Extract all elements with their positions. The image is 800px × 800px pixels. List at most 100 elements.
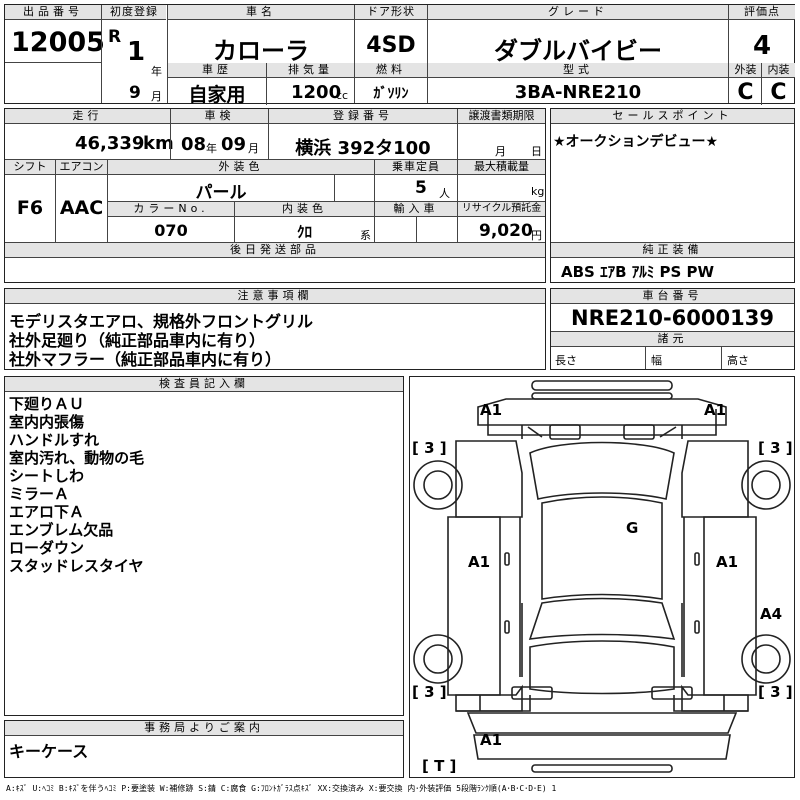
car-name-label: 車名	[168, 5, 354, 20]
trunk-mark: [ T ]	[422, 757, 457, 775]
width-label: 幅	[651, 354, 662, 367]
chassis-label: 車台番号	[551, 289, 794, 304]
history-label: 車歴	[168, 63, 266, 78]
interior-color-label: 内装色	[235, 202, 374, 217]
reg-month: 9	[129, 83, 141, 103]
displacement: 1200	[291, 82, 342, 103]
history: 自家用	[188, 84, 246, 106]
sales-point-label: セールスポイント	[551, 109, 794, 124]
recycle-label: リサイクル預託金	[458, 202, 545, 217]
office-section: 事務局よりご案内 キーケース	[4, 720, 404, 778]
model: 3BA-NRE210	[514, 82, 642, 103]
lot-no: 12005	[11, 27, 105, 58]
car-name: カローラ	[213, 37, 309, 65]
inspector-line: 室内汚れ、動物の毛	[9, 449, 145, 467]
fuel-label: 燃料	[355, 63, 427, 78]
inspector-line: エンブレム欠品	[9, 521, 114, 539]
ac-label: エアコン	[56, 160, 107, 175]
damage-mark-front-left: A1	[480, 401, 503, 419]
header-section: 出品番号 12005 初度登録 R 1 年 9 月 車名 カローラ ドア形状 4…	[4, 4, 795, 106]
interior-label: 内装	[762, 63, 795, 78]
mileage-label: 走行	[5, 109, 170, 124]
office-text: キーケース	[9, 742, 89, 761]
displacement-label: 排気量	[267, 63, 354, 78]
tire-mark-rl: [ 3 ]	[412, 683, 447, 701]
equipment-text: ABS ｴｱB ｱﾙﾐ PS PW	[561, 263, 715, 281]
notes-label: 注意事項欄	[5, 289, 545, 304]
transfer-day-unit: 日	[531, 145, 542, 158]
notes-line: モデリスタエアロ、規格外フロントグリル	[9, 312, 314, 331]
damage-mark-door-right: A1	[716, 553, 739, 571]
inspector-line: ローダウン	[9, 539, 85, 557]
legend: A:ｷｽﾞ U:ﾍｺﾐ B:ｷｽﾞを伴うﾍｺﾐ P:要塗装 W:補修跡 S:錆 …	[6, 784, 557, 793]
reg-year: 1	[127, 37, 146, 67]
interior-color: ｸﾛ	[296, 223, 312, 241]
damage-mark-front-right: A1	[704, 401, 727, 419]
chassis-number: NRE210-6000139	[571, 306, 774, 330]
inspector-line: ミラーＡ	[9, 485, 70, 503]
inspector-line: シートしわ	[9, 467, 85, 485]
interior-grade: C	[770, 80, 787, 105]
exterior-label: 外装	[729, 63, 762, 78]
car-outline	[413, 380, 791, 773]
interior-color-unit: 系	[360, 229, 371, 242]
damage-mark-rear-right: A4	[760, 605, 783, 623]
inspector-line: 室内内張傷	[9, 413, 85, 431]
tire-mark-rr: [ 3 ]	[758, 683, 793, 701]
vehicle-details: 走行 46,339 km 車検 08 年 09 月 登録番号 横浜 392タ10…	[4, 108, 546, 283]
notes-line: 社外足廻り（純正部品車内に有り）	[9, 331, 266, 350]
inspection-label: 車検	[171, 109, 268, 124]
door-label: ドア形状	[355, 5, 427, 20]
mileage: 46,339	[75, 133, 145, 154]
capacity-unit: 人	[439, 187, 450, 200]
era-letter: R	[108, 27, 122, 47]
recycle: 9,020	[479, 221, 533, 241]
notes-section: 注意事項欄 モデリスタエアロ、規格外フロントグリル 社外足廻り（純正部品車内に有…	[4, 288, 546, 370]
score-label: 評価点	[729, 5, 795, 20]
inspector-label: 検査員記入欄	[5, 377, 403, 392]
inspection-year-unit: 年	[206, 142, 217, 155]
damage-mark-roof: G	[626, 519, 639, 537]
exterior-grade: C	[737, 80, 754, 105]
lot-no-label: 出品番号	[5, 5, 101, 20]
score: 4	[752, 31, 772, 61]
tire-mark-fr: [ 3 ]	[758, 439, 793, 457]
inspector-line: ハンドルすれ	[9, 431, 100, 449]
reg-year-unit: 年	[151, 65, 162, 78]
max-load-label: 最大積載量	[458, 160, 545, 175]
office-label: 事務局よりご案内	[5, 721, 403, 736]
first-reg-label: 初度登録	[102, 5, 166, 20]
color-no-label: カラーNo.	[108, 202, 234, 217]
damage-mark-door-left: A1	[468, 553, 491, 571]
car-diagram: A1 A1 [ 3 ] [ 3 ] G A1 A1 A4 [ 3 ] [ 3 ]…	[409, 376, 795, 778]
inspector-line: 下廻りＡＵ	[9, 395, 85, 413]
later-parts-label: 後日発送部品	[5, 243, 545, 258]
displacement-unit: cc	[336, 89, 349, 102]
sales-point-section: セールスポイント ★オークションデビュー★ 純正装備 ABS ｴｱB ｱﾙﾐ P…	[550, 108, 795, 283]
capacity: 5	[415, 178, 427, 198]
inspection-month-unit: 月	[248, 142, 259, 155]
color-no: 070	[154, 221, 188, 240]
length-label: 長さ	[555, 354, 577, 367]
reg-no: 横浜 392タ100	[295, 138, 431, 159]
grade: ダブルバイビー	[494, 37, 662, 65]
inspector-section: 検査員記入欄 下廻りＡＵ 室内内張傷 ハンドルすれ 室内汚れ、動物の毛 シートし…	[4, 376, 404, 716]
tire-mark-fl: [ 3 ]	[412, 439, 447, 457]
inspector-line: エアロ下Ａ	[9, 503, 85, 521]
mileage-unit: km	[143, 133, 174, 154]
reg-no-label: 登録番号	[269, 109, 457, 124]
notes-line: 社外マフラー（純正部品車内に有り）	[9, 350, 282, 369]
grade-label: グレード	[428, 5, 728, 20]
model-label: 型式	[428, 63, 728, 78]
damage-mark-rear-bumper: A1	[480, 731, 503, 749]
max-load-unit: kg	[531, 185, 545, 198]
shift-label: シフト	[5, 160, 55, 175]
door-type: 4SD	[366, 33, 416, 58]
reg-month-unit: 月	[151, 90, 162, 103]
equipment-label: 純正装備	[551, 243, 794, 258]
import-label: 輸入車	[375, 202, 457, 217]
inspection-month: 09	[221, 134, 247, 155]
chassis-section: 車台番号 NRE210-6000139 諸元 長さ 幅 高さ	[550, 288, 795, 370]
dims-label: 諸元	[551, 332, 794, 347]
height-label: 高さ	[727, 354, 749, 367]
